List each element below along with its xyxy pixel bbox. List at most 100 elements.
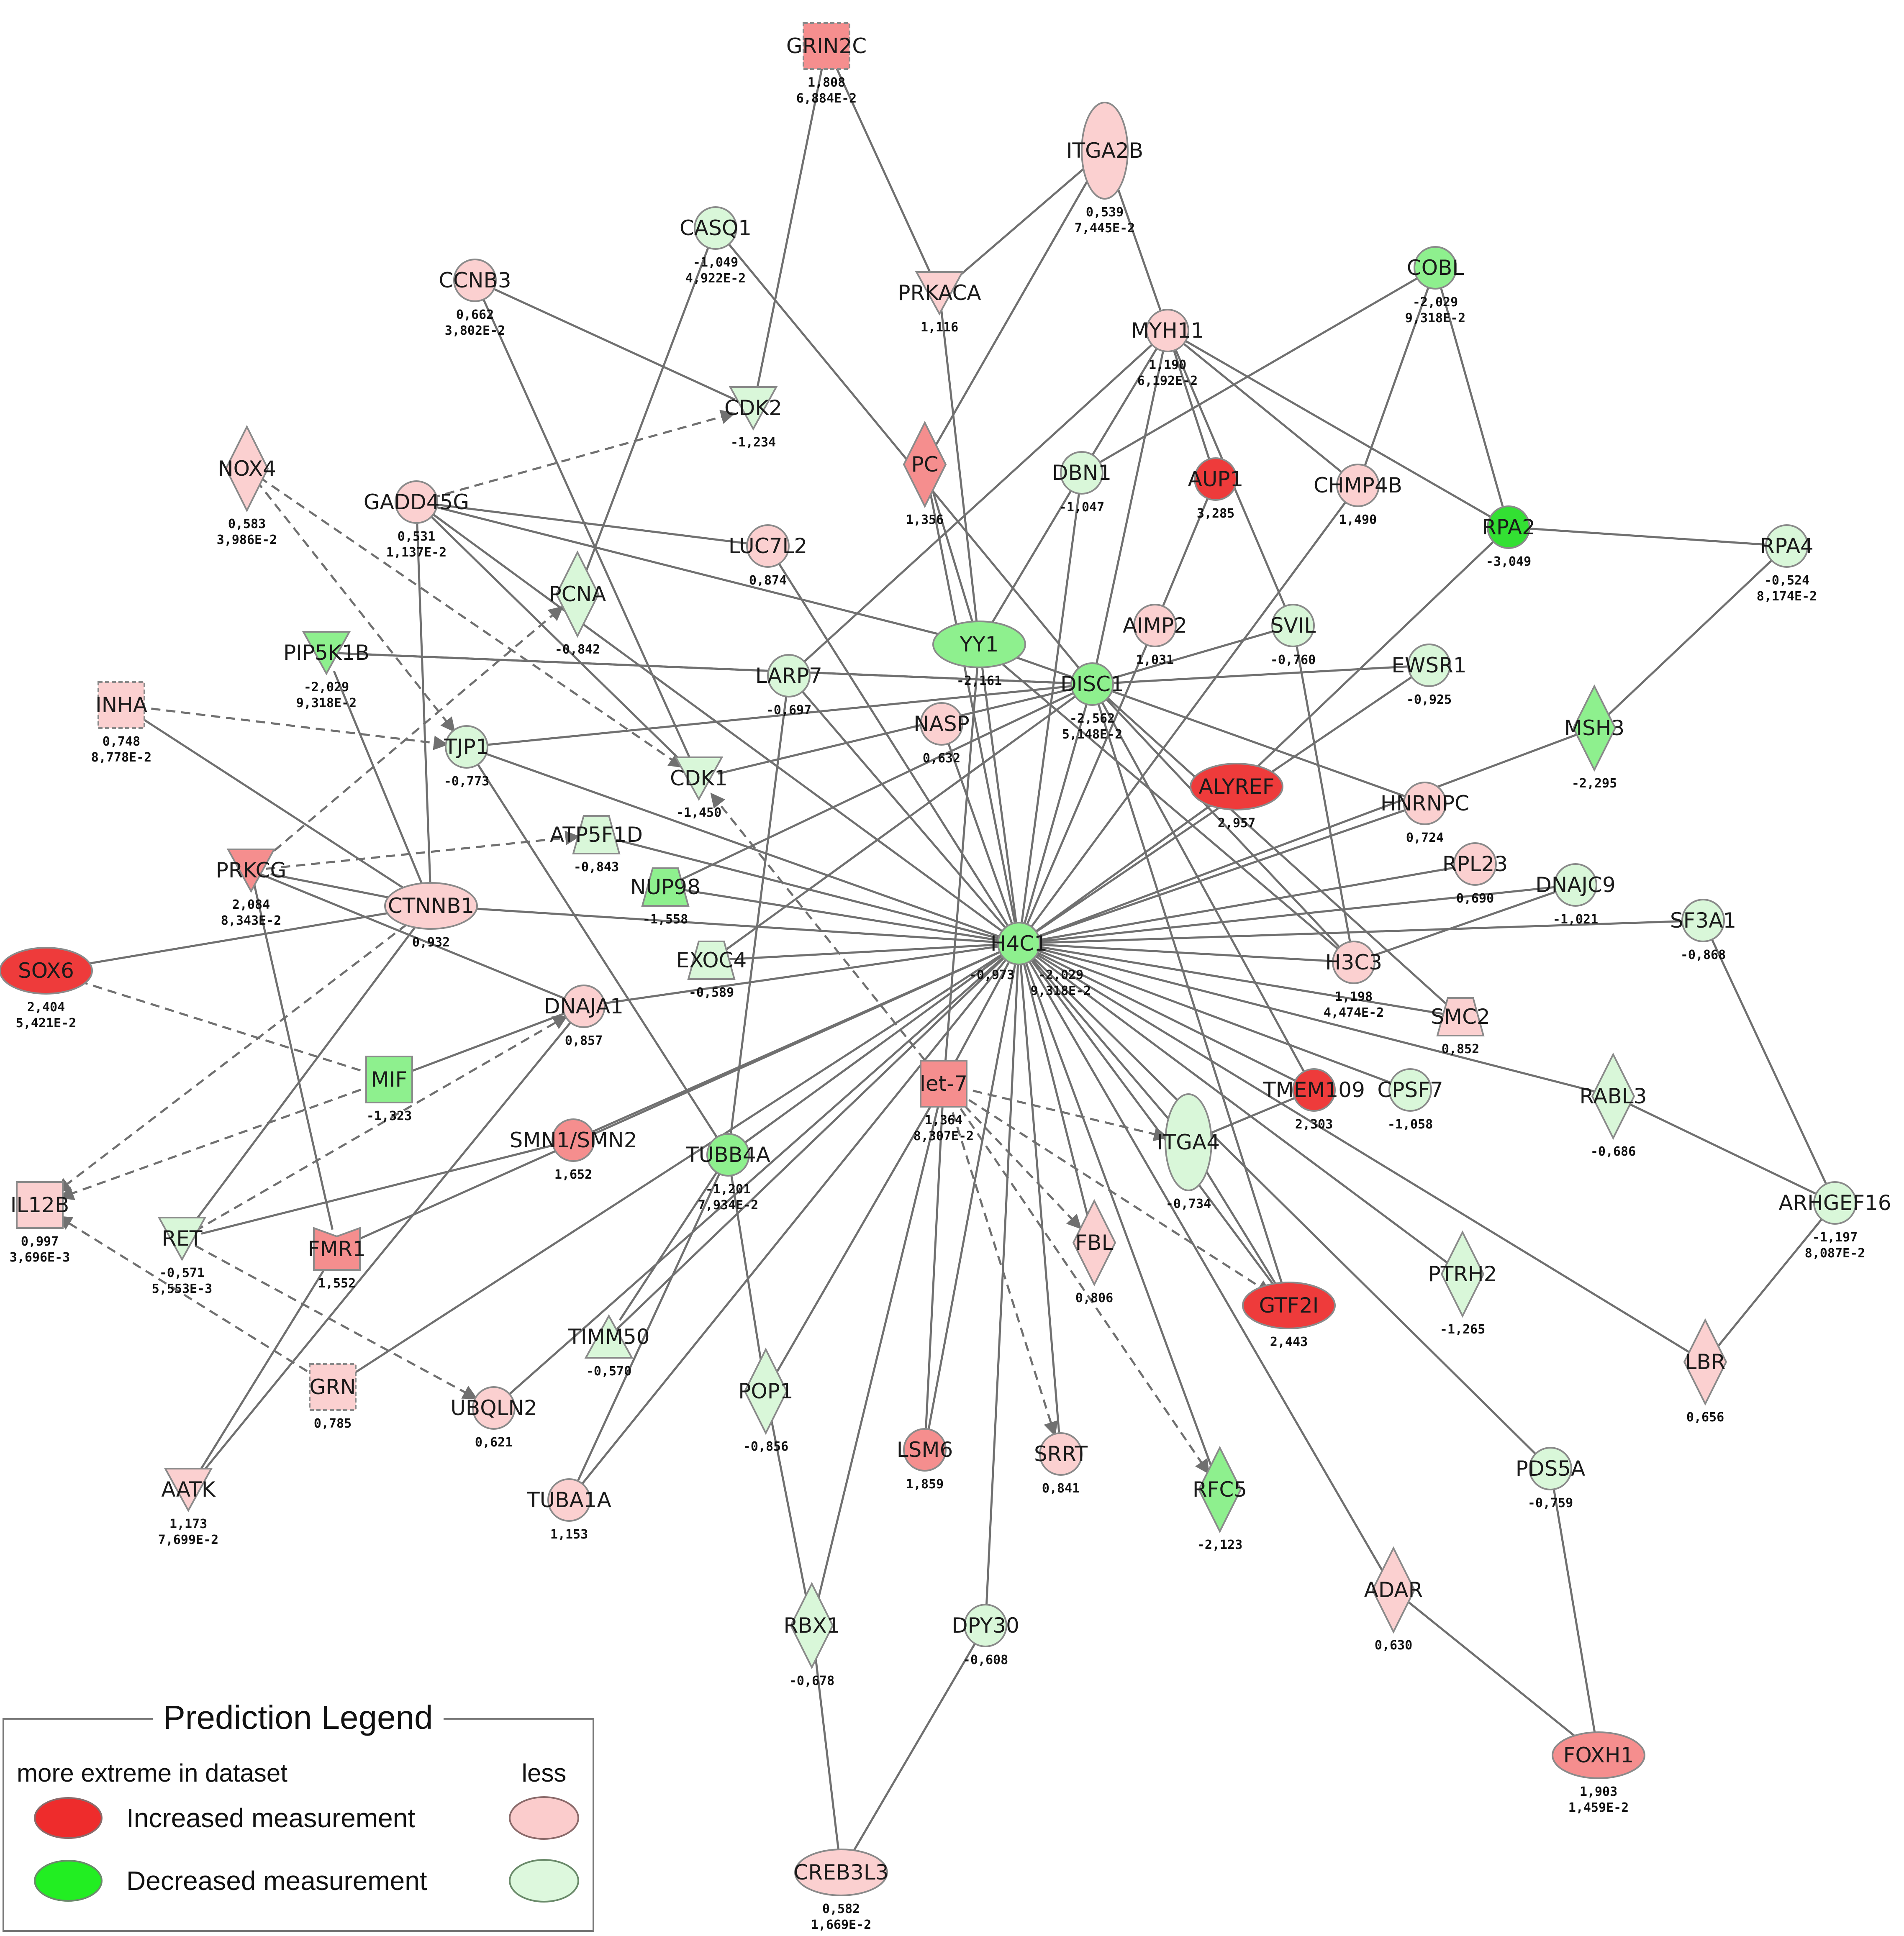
- node-pds5a[interactable]: PDS5A-0,759: [1516, 1447, 1585, 1510]
- node-shape: [1487, 505, 1530, 549]
- node-ptrh2[interactable]: PTRH2-1,265: [1428, 1230, 1497, 1337]
- edge-AUP1-AIMP2: [1161, 479, 1217, 608]
- node-itga4[interactable]: ITGA4-0,734: [1157, 1093, 1220, 1211]
- node-rabl3[interactable]: RABL3-0,686: [1580, 1052, 1647, 1159]
- node-value: 3,285: [1197, 506, 1234, 521]
- node-value: 5,421E-2: [16, 1016, 77, 1031]
- node-shape: [1194, 457, 1237, 501]
- edge-ARHGEF16-LBR: [1717, 1202, 1836, 1347]
- node-dbn1[interactable]: DBN1-1,047: [1052, 451, 1111, 515]
- node-yy1[interactable]: YY1-2,161: [932, 621, 1026, 688]
- node-pop1[interactable]: POP1-0,856: [738, 1347, 793, 1454]
- node-value: -1,197: [1812, 1230, 1858, 1245]
- edge-CASQ1-DISC1: [715, 227, 1080, 669]
- edge-MIF-IL12B: [59, 1078, 390, 1200]
- node-tjp1[interactable]: TJP1-0,773: [444, 725, 489, 789]
- node-dnajc9[interactable]: DNAJC9-1,021: [1535, 863, 1616, 927]
- node-timm50[interactable]: TIMM50-0,570: [567, 1314, 650, 1379]
- node-exoc4[interactable]: EXOC4-0,589: [676, 941, 747, 1000]
- node-pcna[interactable]: PCNA-0,842: [549, 550, 606, 657]
- edge-ATP5F1D-H4C1: [596, 833, 1000, 940]
- node-label: TJP1: [444, 735, 489, 759]
- edge-DBN1-H4C1: [1020, 472, 1083, 924]
- node-rpa2[interactable]: RPA2-3,049: [1482, 505, 1535, 569]
- node-cpsf7[interactable]: CPSF7-1,058: [1377, 1068, 1443, 1132]
- node-sf3a1[interactable]: SF3A1-0,868: [1670, 899, 1736, 962]
- node-value: 8,174E-2: [1757, 589, 1817, 604]
- node-mif[interactable]: MIF-1,323: [365, 1056, 413, 1123]
- node-label: GTF2I: [1259, 1293, 1319, 1318]
- node-cdk2[interactable]: CDK2-1,234: [724, 386, 782, 450]
- node-shape: [1552, 1731, 1645, 1779]
- node-nup98[interactable]: NUP98-1,558: [630, 867, 701, 927]
- node-shape: [767, 654, 811, 697]
- node-shape: [1414, 246, 1457, 290]
- edge-SMC2-H4C1: [1038, 946, 1461, 1018]
- node-cdk1[interactable]: CDK1-1,450: [670, 756, 728, 820]
- node-rbx1[interactable]: RBX1-0,678: [783, 1582, 840, 1688]
- node-value: 8,307E-2: [914, 1129, 974, 1144]
- node-larp7[interactable]: LARP7-0,697: [755, 654, 822, 718]
- node-svil[interactable]: SVIL-0,760: [1270, 604, 1316, 667]
- node-shape: [309, 1363, 357, 1411]
- node-pc[interactable]: PC1,356: [903, 421, 947, 527]
- node-ewsr1[interactable]: EWSR1-0,925: [1391, 644, 1467, 707]
- node-rfc5[interactable]: RFC5-2,123: [1193, 1446, 1247, 1552]
- node-dpy30[interactable]: DPY30-0,608: [952, 1604, 1019, 1667]
- node-msh3[interactable]: MSH3-2,295: [1564, 684, 1624, 791]
- edge-let-7-ITGA4: [943, 1082, 1169, 1141]
- node-label: SMC2: [1431, 1005, 1490, 1029]
- edge-DISC1-EWSR1: [1092, 665, 1409, 685]
- node-atp5f1d[interactable]: ATP5F1D-0,843: [550, 815, 643, 874]
- node-shape: [225, 425, 269, 513]
